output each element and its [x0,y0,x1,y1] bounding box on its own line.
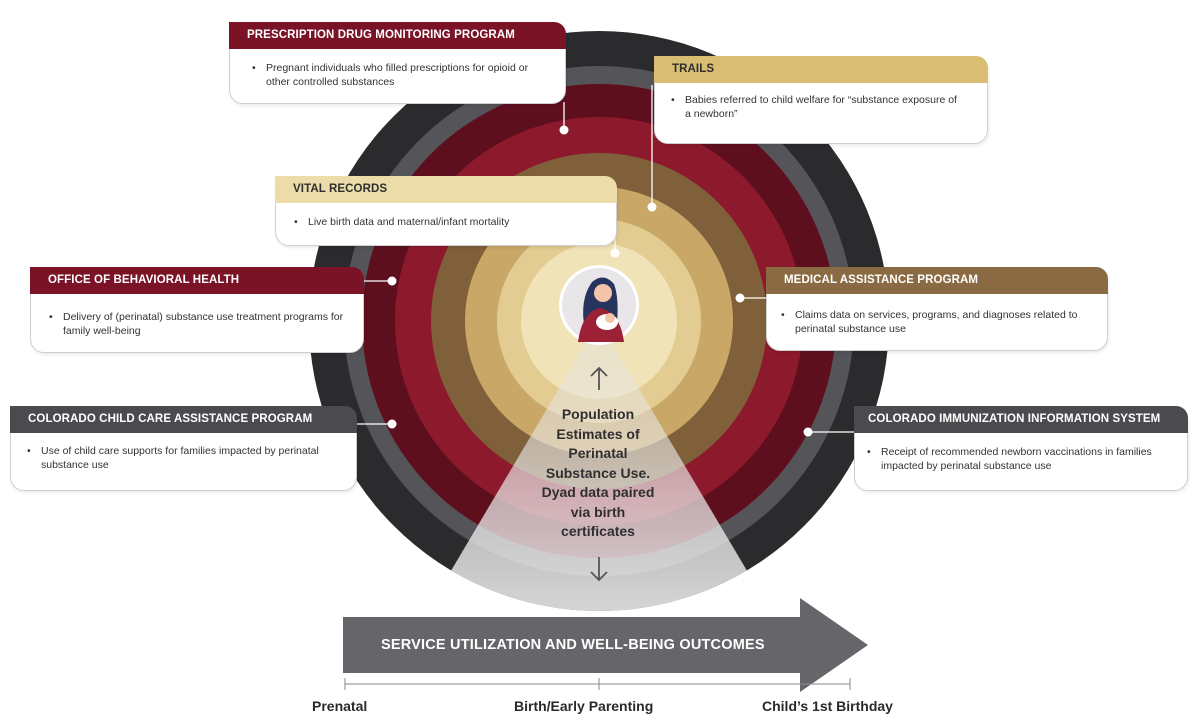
card-vital-records: VITAL RECORDS Live birth data and matern… [275,176,617,246]
card-obh: OFFICE OF BEHAVIORAL HEALTH Delivery of … [30,267,364,353]
card-obh-title: OFFICE OF BEHAVIORAL HEALTH [30,267,364,294]
card-cccap-bullet: Use of child care supports for families … [27,444,327,472]
up-arrow-icon [590,366,608,390]
card-cccap-title: COLORADO CHILD CARE ASSISTANCE PROGRAM [10,406,357,433]
timeline-birthday: Child’s 1st Birthday [762,698,893,714]
outcome-arrow-label: SERVICE UTILIZATION AND WELL-BEING OUTCO… [381,637,765,653]
card-obh-bullet: Delivery of (perinatal) substance use tr… [49,310,344,338]
timeline-birth: Birth/Early Parenting [514,698,654,714]
card-vital-records-title: VITAL RECORDS [275,176,617,203]
mother-with-infant-icon [559,265,639,345]
card-trails: TRAILS Babies referred to child welfare … [654,56,988,144]
card-trails-title: TRAILS [654,56,988,83]
card-medical-assistance: MEDICAL ASSISTANCE PROGRAM Claims data o… [766,267,1108,351]
card-pdmp-bullet: Pregnant individuals who filled prescrip… [252,61,542,89]
card-pdmp: PRESCRIPTION DRUG MONITORING PROGRAM Pre… [229,22,566,104]
timeline-axis [344,678,851,690]
population-cone [410,321,788,611]
card-vital-records-bullet: Live birth data and maternal/infant mort… [294,215,594,229]
card-cccap: COLORADO CHILD CARE ASSISTANCE PROGRAM U… [10,406,357,491]
down-arrow-icon [590,557,608,582]
card-trails-bullet: Babies referred to child welfare for “su… [671,93,961,121]
timeline-prenatal: Prenatal [312,698,368,714]
card-ciis-bullet: Receipt of recommended newborn vaccinati… [867,445,1172,473]
card-pdmp-title: PRESCRIPTION DRUG MONITORING PROGRAM [229,22,566,49]
card-ciis: COLORADO IMMUNIZATION INFORMATION SYSTEM… [854,406,1188,491]
card-medical-assistance-bullet: Claims data on services, programs, and d… [781,308,1086,336]
card-ciis-title: COLORADO IMMUNIZATION INFORMATION SYSTEM [854,406,1188,433]
connector-dots [387,125,813,437]
center-population-text: Population Estimates of Perinatal Substa… [541,406,655,539]
outcome-arrow-shape [343,598,868,692]
card-medical-assistance-title: MEDICAL ASSISTANCE PROGRAM [766,267,1108,294]
